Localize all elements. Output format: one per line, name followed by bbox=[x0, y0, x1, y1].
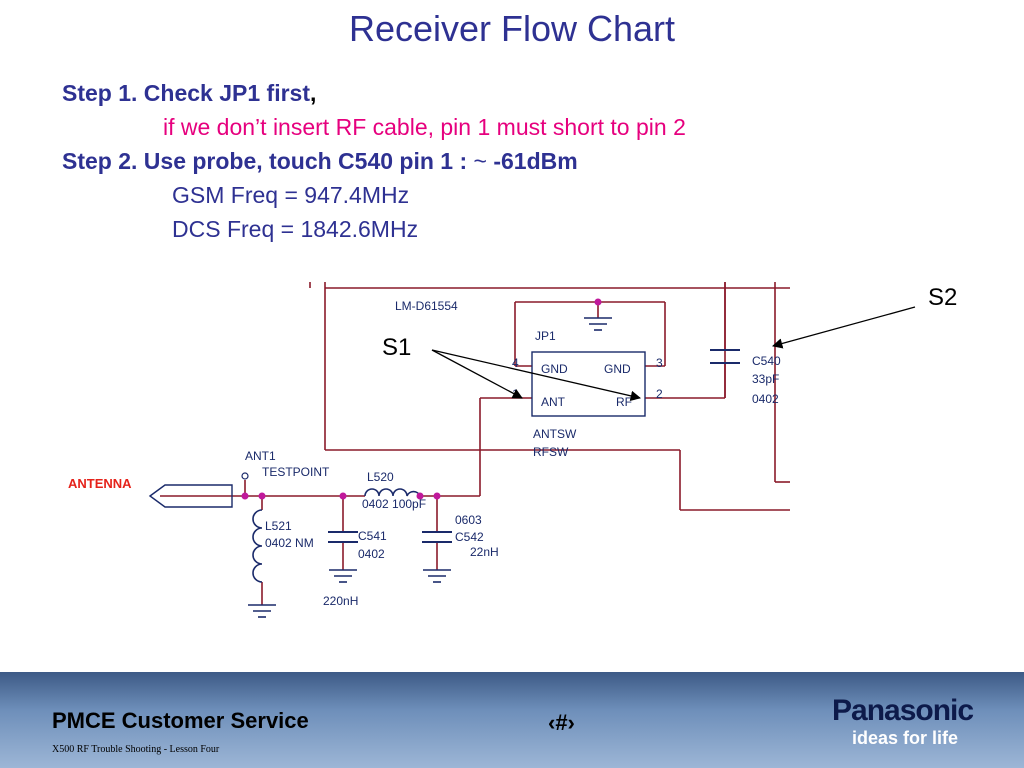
rfsw-label: RFSW bbox=[533, 445, 569, 459]
c540-package: 0402 bbox=[752, 392, 779, 406]
ant-pin-label: ANT bbox=[541, 395, 566, 409]
pin-3: 3 bbox=[656, 356, 663, 370]
testpoint-label: TESTPOINT bbox=[262, 465, 330, 479]
footer-subtitle: X500 RF Trouble Shooting - Lesson Four bbox=[52, 744, 220, 755]
l521-value: 0402 NM bbox=[265, 536, 314, 550]
step-1-label: Step 1. Check JP1 first bbox=[62, 80, 310, 106]
l520-label: L520 bbox=[367, 470, 394, 484]
step-2-label: Step 2. Use probe, touch C540 pin 1 : bbox=[62, 148, 474, 174]
s2-label: S2 bbox=[928, 284, 958, 311]
jp1-label: JP1 bbox=[535, 329, 556, 343]
brand-tagline: ideas for life bbox=[852, 728, 959, 748]
c542-package: 0603 bbox=[455, 513, 482, 527]
pin-2: 2 bbox=[656, 387, 663, 401]
c542-label: C542 bbox=[455, 530, 484, 544]
gnd-right-label: GND bbox=[604, 362, 631, 376]
c540-label: C540 bbox=[752, 354, 781, 368]
l521-label: L521 bbox=[265, 519, 292, 533]
part-number: LM-D61554 bbox=[395, 299, 458, 313]
slide-title: Receiver Flow Chart bbox=[348, 8, 676, 49]
antsw-label: ANTSW bbox=[533, 427, 577, 441]
c540-value: 33pF bbox=[752, 372, 779, 386]
step-2-tilde: ~ bbox=[473, 148, 487, 174]
pin-4: 4 bbox=[512, 356, 519, 370]
footer-company: PMCE Customer Service bbox=[52, 708, 309, 733]
panasonic-logo: Panasonic bbox=[832, 694, 974, 727]
dcs-frequency: DCS Freq = 1842.6MHz bbox=[172, 216, 419, 242]
gsm-frequency: GSM Freq = 947.4MHz bbox=[172, 182, 410, 208]
ant1-label: ANT1 bbox=[245, 449, 276, 463]
footer-bar: PMCE Customer Service X500 RF Trouble Sh… bbox=[0, 672, 1024, 768]
c542-value: 22nH bbox=[470, 545, 499, 559]
c541-label: C541 bbox=[358, 529, 387, 543]
rf-pin-label: RF bbox=[616, 395, 632, 409]
step-1-note: if we don’t insert RF cable, pin 1 must … bbox=[163, 114, 686, 140]
antenna-label: ANTENNA bbox=[68, 476, 132, 491]
s1-label: S1 bbox=[382, 334, 412, 361]
receiver-schematic: LM-D61554 JP1 4 1 3 2 GND GND ANT RF ANT… bbox=[68, 282, 916, 618]
step-1: Step 1. Check JP1 first, bbox=[62, 80, 316, 107]
step-2: Step 2. Use probe, touch C540 pin 1 : ~ … bbox=[62, 148, 578, 175]
page-number: ‹#› bbox=[548, 710, 575, 735]
step-2-value: -61dBm bbox=[486, 148, 578, 174]
l520-value: 0402 100pF bbox=[362, 497, 426, 511]
c541-package: 0402 bbox=[358, 547, 385, 561]
step-1-comma: , bbox=[310, 80, 317, 106]
gnd-left-label: GND bbox=[541, 362, 568, 376]
c541-value: 220nH bbox=[323, 594, 358, 608]
